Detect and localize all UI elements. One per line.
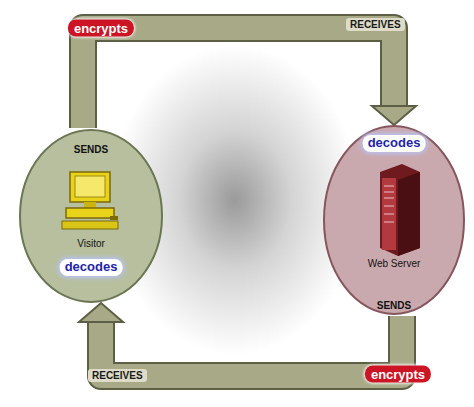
oval-shape (20, 130, 162, 302)
arrow-band-edge (83, 28, 394, 128)
node-text: decodes (60, 259, 123, 276)
loop-arrow (83, 28, 416, 128)
node-text: Visitor (77, 238, 105, 250)
edge-label: encrypts (365, 366, 431, 383)
loop-arrow (79, 303, 402, 376)
flow-label: RECEIVES (88, 369, 147, 382)
server-oval: decodesWeb ServerSENDS (322, 124, 466, 316)
oval-outline (322, 124, 466, 316)
visitor-oval: SENDS Visitor decodes (18, 128, 164, 304)
node-text: Web Server (368, 258, 421, 270)
arrowhead (372, 106, 416, 125)
arrow-band (101, 316, 402, 376)
node-text: SENDS (74, 144, 108, 156)
computer-icon (62, 172, 118, 229)
edge-label: encrypts (68, 20, 134, 37)
arrowhead (79, 303, 123, 322)
oval-shape (324, 126, 464, 314)
arrow-band (83, 28, 394, 128)
arrow-band-edge (101, 316, 402, 376)
server-icon (380, 164, 420, 256)
node-text: decodes (363, 135, 426, 152)
node-text: SENDS (377, 300, 411, 312)
flow-label: RECEIVES (346, 18, 405, 31)
